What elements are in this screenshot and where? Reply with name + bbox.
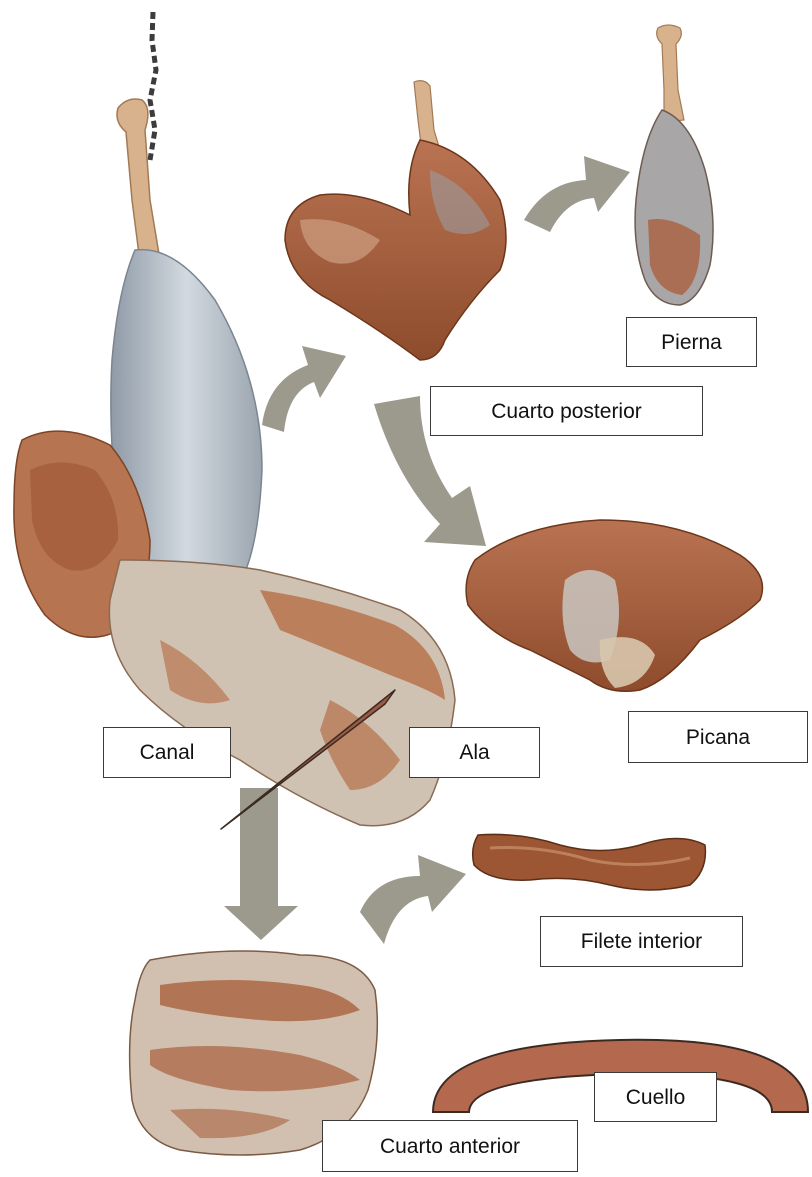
label-pierna: Pierna: [626, 317, 757, 367]
picana-image: [466, 520, 762, 691]
filete-interior-image: [473, 834, 706, 890]
arrow-posterior-to-pierna: [524, 156, 630, 232]
arrow-canal-to-posterior: [262, 346, 346, 432]
label-ala: Ala: [409, 727, 540, 778]
hanging-chain: [150, 12, 156, 160]
label-cuello: Cuello: [594, 1072, 717, 1122]
label-cuarto-posterior: Cuarto posterior: [430, 386, 703, 436]
pierna-image: [635, 25, 713, 305]
label-cuarto-anterior: Cuarto anterior: [322, 1120, 578, 1172]
label-picana: Picana: [628, 711, 808, 763]
label-filete-interior: Filete interior: [540, 916, 743, 967]
label-canal: Canal: [103, 727, 231, 778]
arrow-anterior-to-filete: [360, 855, 466, 944]
cuarto-posterior-image: [285, 81, 506, 360]
arrow-canal-to-anterior: [224, 788, 298, 940]
